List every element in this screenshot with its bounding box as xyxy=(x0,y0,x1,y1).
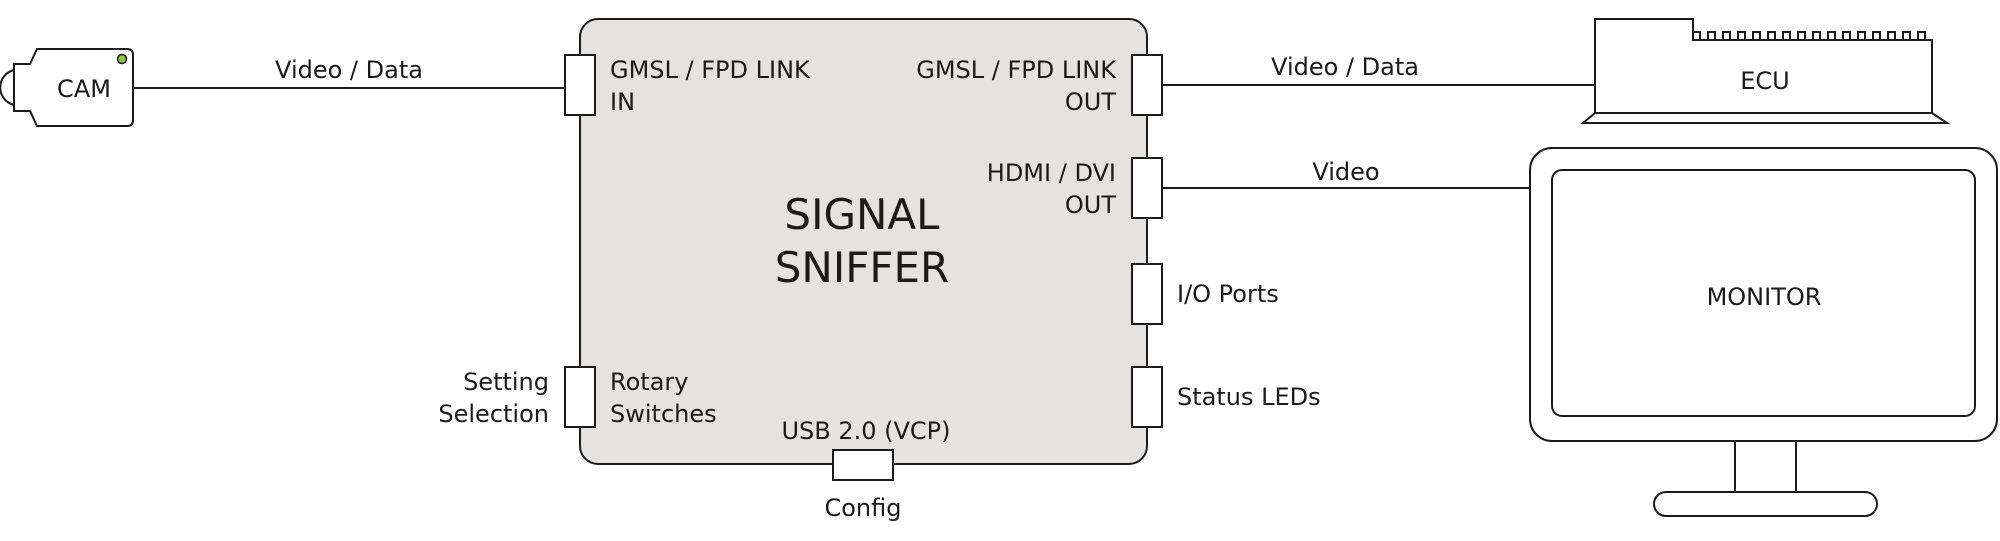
gmsl-out-label-line1: GMSL / FPD LINK xyxy=(916,56,1117,84)
ecu-body xyxy=(1594,18,1933,113)
rotary-label-line1: Rotary xyxy=(610,368,688,396)
camera: CAM xyxy=(0,48,134,127)
monitor: MONITOR xyxy=(1529,147,1998,517)
monitor-connection-label: Video xyxy=(1312,158,1379,186)
camera-led-icon xyxy=(116,53,128,65)
monitor-bezel xyxy=(1529,147,1998,442)
ecu-heatsink-fins xyxy=(1692,31,1926,40)
usb-label: USB 2.0 (VCP) xyxy=(781,417,950,445)
monitor-screen xyxy=(1551,169,1976,417)
io-port xyxy=(1131,263,1163,325)
ecu-base xyxy=(1580,112,1951,124)
hdmi-label-line2: OUT xyxy=(1065,191,1116,219)
camera-body xyxy=(13,48,134,127)
ecu-connection-label: Video / Data xyxy=(1271,53,1419,81)
setting-selection-line1: Setting xyxy=(463,368,549,396)
hdmi-out-port xyxy=(1131,157,1163,219)
rotary-switch-port xyxy=(564,366,596,428)
io-ports-label: I/O Ports xyxy=(1177,280,1279,308)
gmsl-out-port xyxy=(1131,54,1163,116)
gmsl-in-label-line2: IN xyxy=(610,88,635,116)
gmsl-out-label-line2: OUT xyxy=(1065,88,1116,116)
signal-sniffer-box xyxy=(579,18,1148,465)
monitor-stand xyxy=(1653,491,1878,517)
ecu: ECU xyxy=(1580,18,1951,124)
sniffer-title-line1: SIGNAL xyxy=(784,190,940,239)
gmsl-in-port xyxy=(564,54,596,116)
status-leds-label: Status LEDs xyxy=(1177,383,1321,411)
setting-selection-line2: Selection xyxy=(438,400,549,428)
cam-label: CAM xyxy=(57,75,111,103)
monitor-neck xyxy=(1734,441,1797,492)
gmsl-in-label-line1: GMSL / FPD LINK xyxy=(610,56,811,84)
camera-lens-icon xyxy=(0,68,15,107)
sniffer-title-line2: SNIFFER xyxy=(775,243,950,292)
ecu-label: ECU xyxy=(1740,67,1790,95)
usb-port xyxy=(832,449,894,481)
config-label: Config xyxy=(824,494,901,522)
hdmi-label-line1: HDMI / DVI xyxy=(987,159,1116,187)
monitor-label: MONITOR xyxy=(1707,283,1822,311)
cam-connection-label: Video / Data xyxy=(275,56,423,84)
rotary-label-line2: Switches xyxy=(610,400,717,428)
status-led-port xyxy=(1131,366,1163,428)
